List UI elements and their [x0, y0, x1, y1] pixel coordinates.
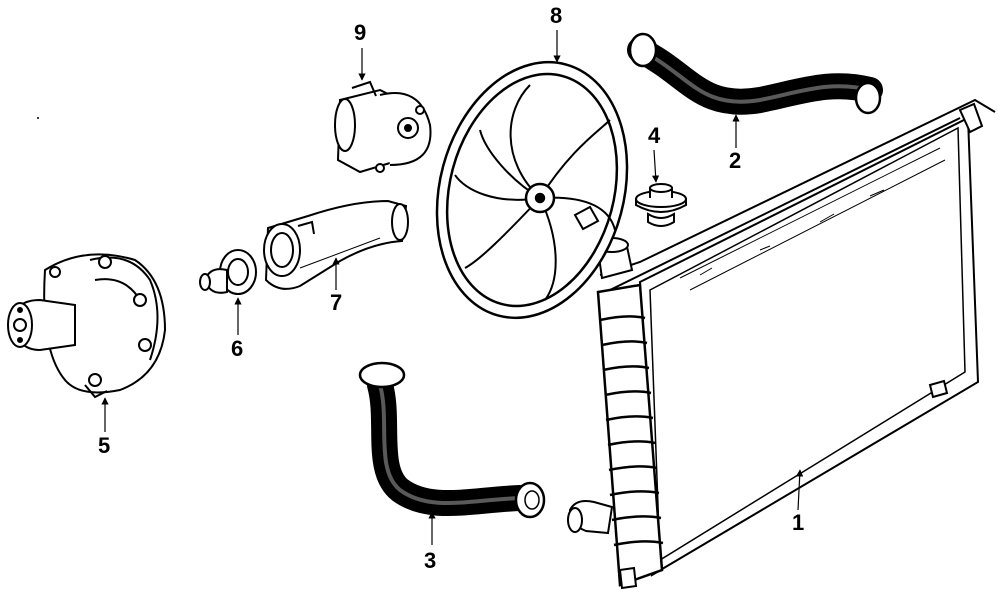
callout-6[interactable]: 6 — [231, 336, 244, 361]
callout-leaders — [101, 30, 804, 545]
radiator[interactable] — [568, 100, 995, 588]
thermostat-housing-outlet[interactable] — [264, 201, 408, 289]
callout-3[interactable]: 3 — [424, 548, 437, 573]
upper-radiator-hose[interactable] — [630, 34, 880, 113]
leader-1 — [796, 469, 804, 511]
callout-2[interactable]: 2 — [729, 148, 742, 173]
radiator-core-fins — [680, 148, 945, 290]
cooling-fan-assembly[interactable] — [409, 41, 654, 340]
stray-mark — [37, 117, 39, 119]
leader-4 — [652, 149, 660, 183]
callout-8[interactable]: 8 — [550, 3, 563, 28]
lower-radiator-hose[interactable] — [360, 363, 544, 517]
thermostat[interactable] — [200, 250, 256, 294]
water-pump[interactable] — [8, 254, 165, 397]
callout-5[interactable]: 5 — [98, 433, 111, 458]
water-outlet-housing[interactable] — [335, 82, 431, 172]
radiator-side-tank-ribs — [600, 316, 663, 545]
callout-7[interactable]: 7 — [330, 290, 343, 315]
radiator-cap[interactable] — [636, 184, 686, 226]
callout-9[interactable]: 9 — [354, 20, 367, 45]
callout-1[interactable]: 1 — [792, 510, 805, 535]
callout-4[interactable]: 4 — [648, 123, 661, 148]
